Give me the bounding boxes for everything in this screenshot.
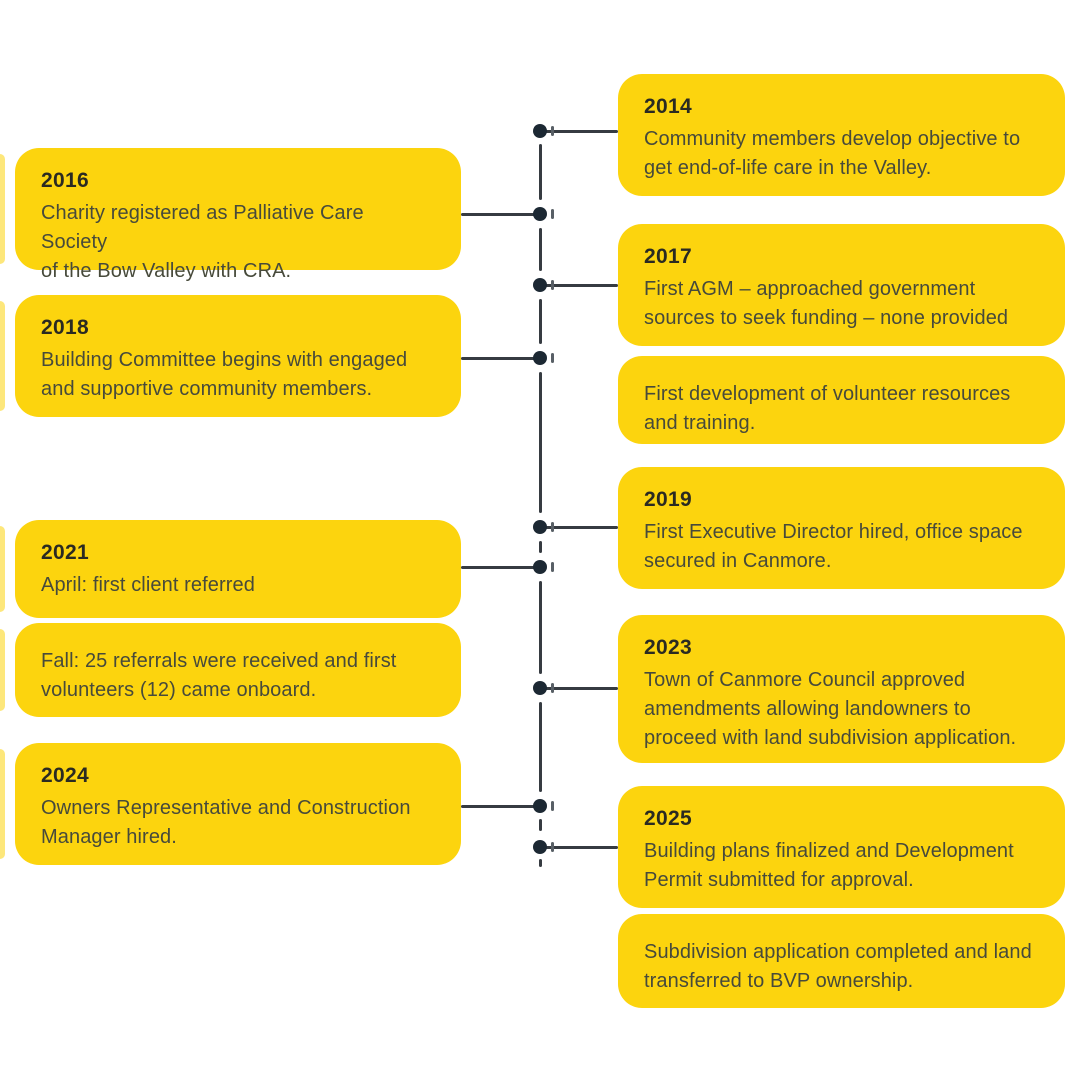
timeline-line-segment bbox=[539, 228, 542, 271]
timeline-year: 2017 bbox=[644, 245, 692, 268]
timeline-tick bbox=[551, 280, 554, 290]
timeline-text: Town of Canmore Council approved amendme… bbox=[644, 669, 1017, 749]
timeline-text: First Executive Director hired, office s… bbox=[644, 521, 1023, 572]
timeline-line-dash bbox=[539, 859, 542, 867]
timeline-card-2024: 2024 Owners Representative and Construct… bbox=[15, 743, 461, 865]
timeline-year: 2016 bbox=[41, 169, 89, 192]
timeline-year: 2018 bbox=[41, 316, 89, 339]
timeline-card-2016: 2016 Charity registered as Palliative Ca… bbox=[15, 148, 461, 282]
timeline-connector-2025 bbox=[543, 846, 618, 849]
timeline-text: First development of volunteer resources… bbox=[644, 383, 1011, 434]
timeline-dot-2014 bbox=[533, 124, 547, 138]
timeline-text: April: first client referred bbox=[41, 574, 255, 596]
timeline-tick bbox=[551, 353, 554, 363]
timeline-text: Building plans finalized and Development… bbox=[644, 840, 1014, 891]
timeline-connector-2014 bbox=[543, 130, 618, 133]
cropped-card-sliver bbox=[0, 629, 5, 711]
timeline-dot-2017 bbox=[533, 278, 547, 292]
timeline-dot-2023 bbox=[533, 681, 547, 695]
timeline-year: 2024 bbox=[41, 764, 89, 787]
timeline-card-2019: 2019 First Executive Director hired, off… bbox=[618, 467, 1065, 589]
timeline-year: 2021 bbox=[41, 541, 89, 564]
timeline-card-2023: 2023 Town of Canmore Council approved am… bbox=[618, 615, 1065, 763]
timeline-tick bbox=[551, 683, 554, 693]
timeline-card-2014: 2014 Community members develop objective… bbox=[618, 74, 1065, 196]
cropped-card-sliver bbox=[0, 526, 5, 612]
timeline-connector-2018 bbox=[461, 357, 537, 360]
timeline-tick bbox=[551, 562, 554, 572]
timeline-line-dash bbox=[539, 541, 542, 553]
timeline-text: Building Committee begins with engaged a… bbox=[41, 349, 408, 400]
timeline-line-segment bbox=[539, 299, 542, 344]
timeline-connector-2023 bbox=[543, 687, 618, 690]
timeline-card-2025-subdivision: Subdivision application completed and la… bbox=[618, 914, 1065, 1008]
timeline-text: Owners Representative and Construction M… bbox=[41, 797, 411, 848]
timeline-card-2017-volunteers: First development of volunteer resources… bbox=[618, 356, 1065, 444]
timeline-connector-2021 bbox=[461, 566, 537, 569]
timeline-line-segment bbox=[539, 144, 542, 200]
timeline-card-2018: 2018 Building Committee begins with enga… bbox=[15, 295, 461, 417]
timeline-card-2021: 2021 April: first client referred bbox=[15, 520, 461, 618]
timeline-connector-2017 bbox=[543, 284, 618, 287]
timeline-text: Fall: 25 referrals were received and fir… bbox=[41, 650, 397, 701]
timeline-text: Charity registered as Palliative Care So… bbox=[41, 202, 364, 282]
timeline-tick bbox=[551, 842, 554, 852]
timeline-line-segment bbox=[539, 702, 542, 792]
timeline-tick bbox=[551, 126, 554, 136]
timeline-card-2017: 2017 First AGM – approached government s… bbox=[618, 224, 1065, 346]
cropped-card-sliver bbox=[0, 749, 5, 859]
timeline-year: 2023 bbox=[644, 636, 692, 659]
timeline-dot-2025 bbox=[533, 840, 547, 854]
timeline-line-dash bbox=[539, 819, 542, 831]
timeline-connector-2019 bbox=[543, 526, 618, 529]
timeline-year: 2014 bbox=[644, 95, 692, 118]
timeline-connector-2016 bbox=[461, 213, 537, 216]
timeline-tick bbox=[551, 209, 554, 219]
timeline-connector-2024 bbox=[461, 805, 537, 808]
cropped-card-sliver bbox=[0, 301, 5, 411]
timeline-dot-2016 bbox=[533, 207, 547, 221]
timeline-line-segment bbox=[539, 581, 542, 674]
timeline-dot-2018 bbox=[533, 351, 547, 365]
timeline-tick bbox=[551, 801, 554, 811]
timeline-card-2021-fall: Fall: 25 referrals were received and fir… bbox=[15, 623, 461, 717]
timeline-year: 2019 bbox=[644, 488, 692, 511]
timeline-card-2025: 2025 Building plans finalized and Develo… bbox=[618, 786, 1065, 908]
timeline-text: First AGM – approached government source… bbox=[644, 278, 1009, 329]
timeline-tick bbox=[551, 522, 554, 532]
timeline-line-segment bbox=[539, 372, 542, 513]
timeline-dot-2019 bbox=[533, 520, 547, 534]
cropped-card-sliver bbox=[0, 154, 5, 264]
timeline-dot-2024 bbox=[533, 799, 547, 813]
timeline-text: Community members develop objective to g… bbox=[644, 128, 1021, 179]
timeline-dot-2021 bbox=[533, 560, 547, 574]
timeline-year: 2025 bbox=[644, 807, 692, 830]
timeline-text: Subdivision application completed and la… bbox=[644, 941, 1032, 992]
